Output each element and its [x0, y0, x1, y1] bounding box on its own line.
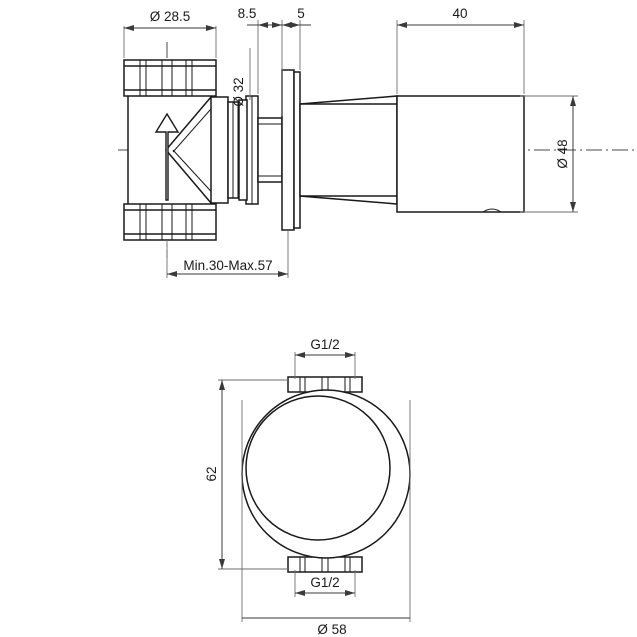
tapered-sleeve: [299, 95, 398, 205]
dimension-dia-48: Ø 48: [520, 95, 578, 213]
side-section-view: [118, 42, 637, 258]
dim-label-5: 5: [297, 6, 305, 21]
dim-label-40: 40: [452, 6, 467, 21]
lower-hex-nut: [123, 203, 217, 241]
side-view-dimensions: Ø 28.5 8.5 5: [123, 6, 578, 278]
dimension-8-5: 8.5: [238, 6, 283, 116]
dimension-height-62: 62: [204, 379, 288, 570]
front-circular-view: [241, 376, 411, 573]
dimension-adjust-range: Min.30-Max.57: [166, 230, 289, 278]
dimension-thread-bottom: G1/2: [294, 570, 356, 597]
dimension-dia-32: Ø 32: [231, 48, 251, 107]
end-cylinder-cap: [396, 95, 525, 213]
lower-thread-boss: [287, 556, 363, 573]
wall-flange-plate: [281, 69, 301, 231]
dim-label-thread-bottom: G1/2: [310, 575, 339, 590]
dim-label-dia-32: Ø 32: [231, 77, 246, 106]
dim-label-dia-58: Ø 58: [317, 622, 346, 637]
dim-label-dia-28-5: Ø 28.5: [150, 9, 191, 24]
spindle-housing: [210, 95, 259, 205]
upper-thread-boss: [287, 376, 363, 393]
flow-direction-arrow: [154, 112, 180, 201]
front-view-dimensions: G1/2 G1/2 62: [204, 337, 411, 637]
dim-label-adjust-range: Min.30-Max.57: [183, 258, 272, 273]
inner-circle-ring: [245, 395, 391, 541]
dimension-5: 5: [282, 6, 311, 70]
dim-label-height-62: 62: [204, 466, 219, 481]
outer-circle-dia-58: [241, 389, 411, 559]
dimension-dia-28-5: Ø 28.5: [123, 9, 217, 58]
dimension-dia-58: Ø 58: [241, 400, 411, 637]
dim-label-thread-top: G1/2: [310, 337, 339, 352]
dim-label-8-5: 8.5: [238, 6, 257, 21]
threaded-spigot: [257, 117, 283, 183]
valve-body-trunk: [127, 91, 213, 209]
upper-hex-nut: [123, 59, 217, 97]
dimension-thread-top: G1/2: [294, 337, 356, 379]
dimension-40: 40: [396, 6, 525, 94]
dim-label-dia-48: Ø 48: [555, 139, 570, 168]
